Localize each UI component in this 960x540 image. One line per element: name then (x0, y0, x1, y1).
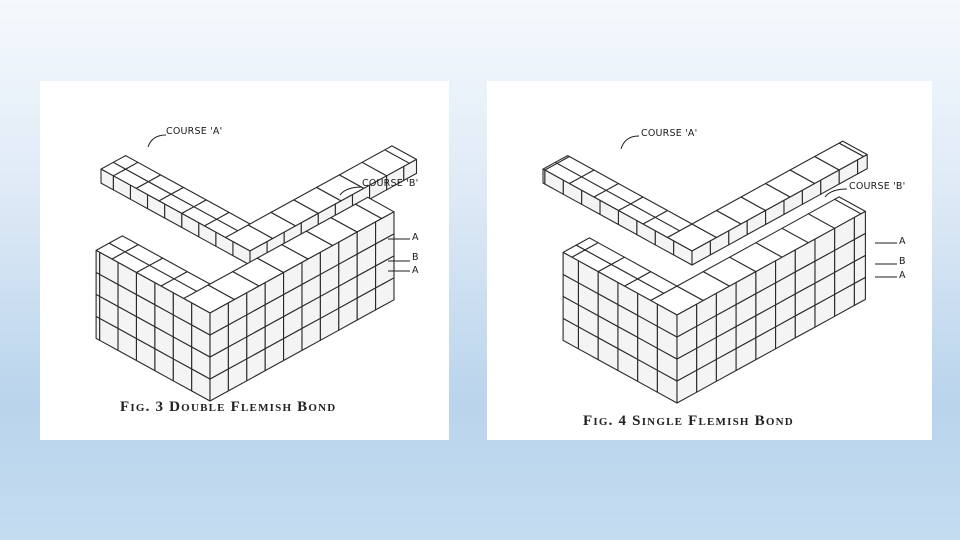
brick (112, 155, 139, 170)
brick (95, 315, 101, 341)
side-label-a-top: A (412, 232, 419, 243)
brick (108, 235, 139, 253)
course-a-label: COURSE 'A' (641, 128, 698, 139)
brick (95, 293, 101, 319)
figure-caption: Fig. 3 Double Flemish Bond (120, 399, 337, 415)
brick (542, 168, 546, 185)
brick (403, 158, 418, 181)
leader-lines (147, 134, 410, 272)
brick (375, 211, 395, 245)
side-label-a-bottom: A (412, 265, 419, 276)
side-label-b: B (412, 252, 419, 263)
brick (95, 249, 101, 275)
course-a-upper-layer (100, 145, 418, 266)
lower-wall-stack (562, 196, 866, 404)
side-label-a-top: A (899, 236, 906, 247)
leader-lines (620, 135, 897, 278)
brick (100, 168, 114, 191)
double-flemish-bond-drawing (95, 134, 418, 402)
course-a-label: COURSE 'A' (166, 126, 223, 137)
brick (554, 155, 570, 164)
brick (562, 251, 579, 284)
brick (857, 154, 868, 175)
single-flemish-bond-drawing (542, 135, 897, 404)
course-b-label: COURSE 'B' (362, 178, 419, 189)
course-a-upper-layer (542, 140, 868, 266)
figure-caption: Fig. 4 Single Flemish Bond (583, 413, 794, 429)
side-label-a-bottom: A (899, 270, 906, 281)
side-label-b: B (899, 256, 906, 267)
brick (575, 237, 599, 251)
brick (853, 210, 866, 240)
brick (95, 271, 101, 297)
lower-wall-stack (95, 196, 395, 402)
course-b-label: COURSE 'B' (849, 181, 906, 192)
figure-panel-single-flemish: COURSE 'A' COURSE 'B' A B A Fig. 4 Singl… (487, 81, 932, 440)
figure-panel-double-flemish: COURSE 'A' COURSE 'B' A B A Fig. 3 Doubl… (40, 81, 449, 440)
